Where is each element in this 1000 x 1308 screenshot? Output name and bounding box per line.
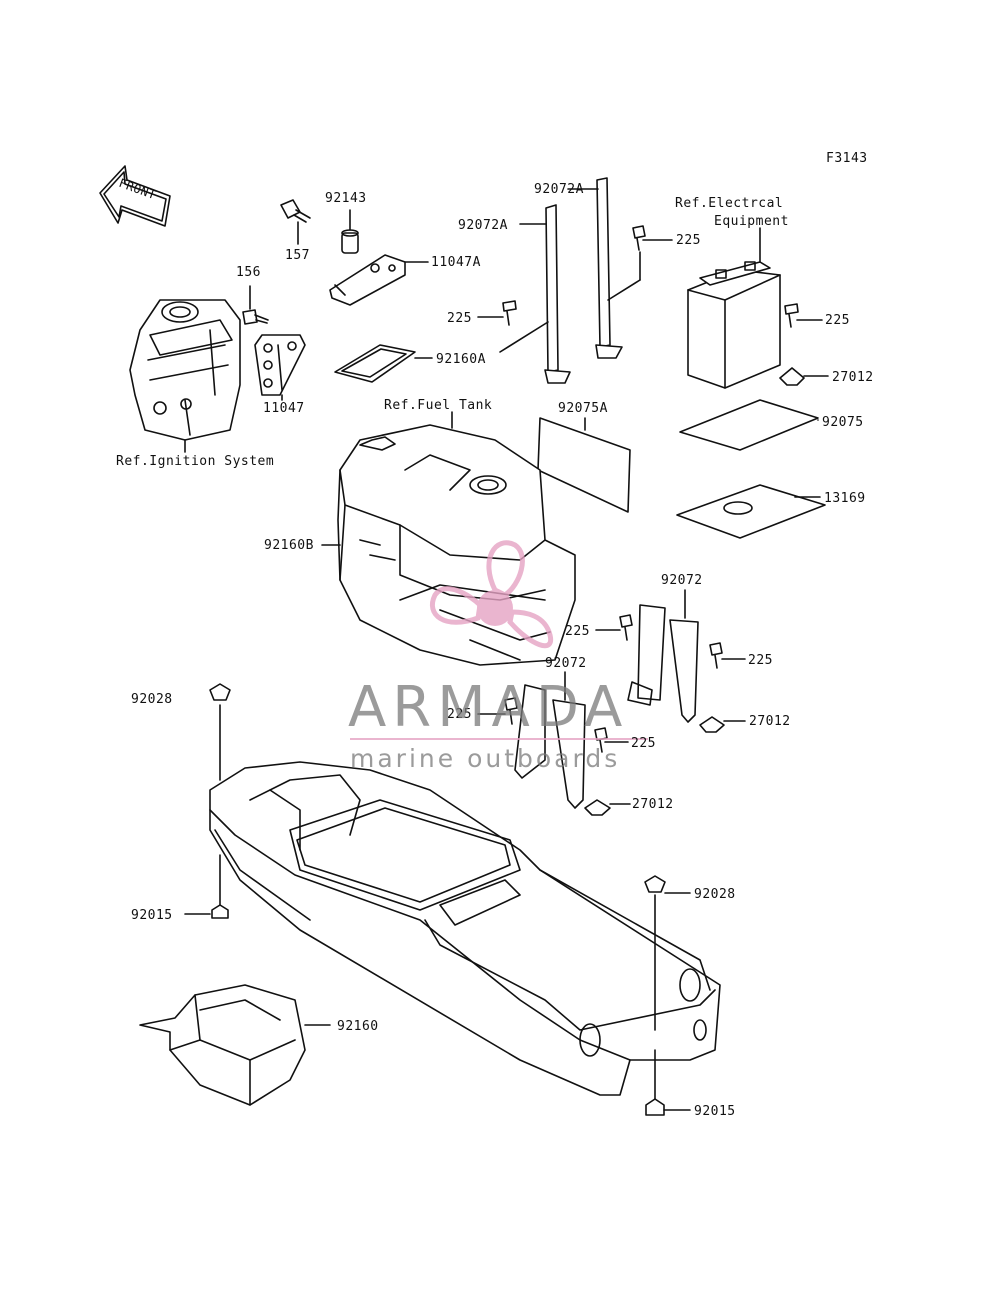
part-92072-a: 92072: [661, 573, 703, 588]
part-13169: 13169: [824, 491, 866, 506]
bolt-156-drawing: [242, 309, 269, 325]
cover-92160-drawing: [139, 984, 306, 1106]
ignition-box-drawing: [129, 299, 241, 441]
part-27012-a: 27012: [832, 370, 874, 385]
strap-92072-right-drawing: [627, 604, 699, 723]
part-92028-a: 92028: [131, 692, 173, 707]
part-225-a: 225: [676, 233, 701, 248]
part-157: 157: [285, 248, 310, 263]
bracket-11047A-drawing: [329, 254, 406, 306]
watermark-subtitle: marine outboards: [350, 744, 621, 773]
strap-92072A-right-drawing: [595, 177, 623, 359]
strap-92072-middle-drawing: [514, 684, 586, 809]
part-225-e: 225: [748, 653, 773, 668]
part-92160A: 92160A: [436, 352, 486, 367]
pad-92160A-drawing: [334, 344, 416, 383]
part-11047: 11047: [263, 401, 305, 416]
bracket-11047-drawing: [254, 334, 306, 396]
part-92075: 92075: [822, 415, 864, 430]
part-11047A: 11047A: [431, 255, 481, 270]
collar-92143-drawing: [341, 229, 359, 254]
part-27012-b: 27012: [749, 714, 791, 729]
ref-electrical-line1: Ref.Electrcal: [675, 196, 784, 211]
strap-92072A-left-drawing: [544, 204, 571, 384]
part-92015-a: 92015: [131, 908, 173, 923]
part-92072A-left: 92072A: [458, 218, 508, 233]
part-92143: 92143: [325, 191, 367, 206]
diagram-code: F3143: [826, 151, 868, 166]
front-arrow-icon: [99, 165, 171, 227]
ref-electrical-line2: Equipment: [714, 214, 789, 229]
part-92072-b: 92072: [545, 656, 587, 671]
part-92075A: 92075A: [558, 401, 608, 416]
part-92072A-right: 92072A: [534, 182, 584, 197]
part-156: 156: [236, 265, 261, 280]
part-225-f: 225: [447, 707, 472, 722]
hull-drawing: [209, 761, 721, 1096]
part-225-c: 225: [825, 313, 850, 328]
ref-ignition-system: Ref.Ignition System: [116, 454, 275, 469]
part-92015-b: 92015: [694, 1104, 736, 1119]
part-225-b: 225: [447, 311, 472, 326]
part-225-g: 225: [631, 736, 656, 751]
part-27012-c: 27012: [632, 797, 674, 812]
fuel-tank-drawing: [337, 424, 576, 666]
bolt-157-drawing: [280, 199, 311, 223]
part-225-d: 225: [565, 624, 590, 639]
watermark-logo-icon: [350, 540, 648, 740]
ref-fuel-tank: Ref.Fuel Tank: [384, 398, 493, 413]
watermark-title: ARMADA: [348, 675, 629, 740]
part-92160: 92160: [337, 1019, 379, 1034]
part-92160B: 92160B: [264, 538, 314, 553]
part-92028-b: 92028: [694, 887, 736, 902]
battery-drawing: [687, 261, 781, 389]
